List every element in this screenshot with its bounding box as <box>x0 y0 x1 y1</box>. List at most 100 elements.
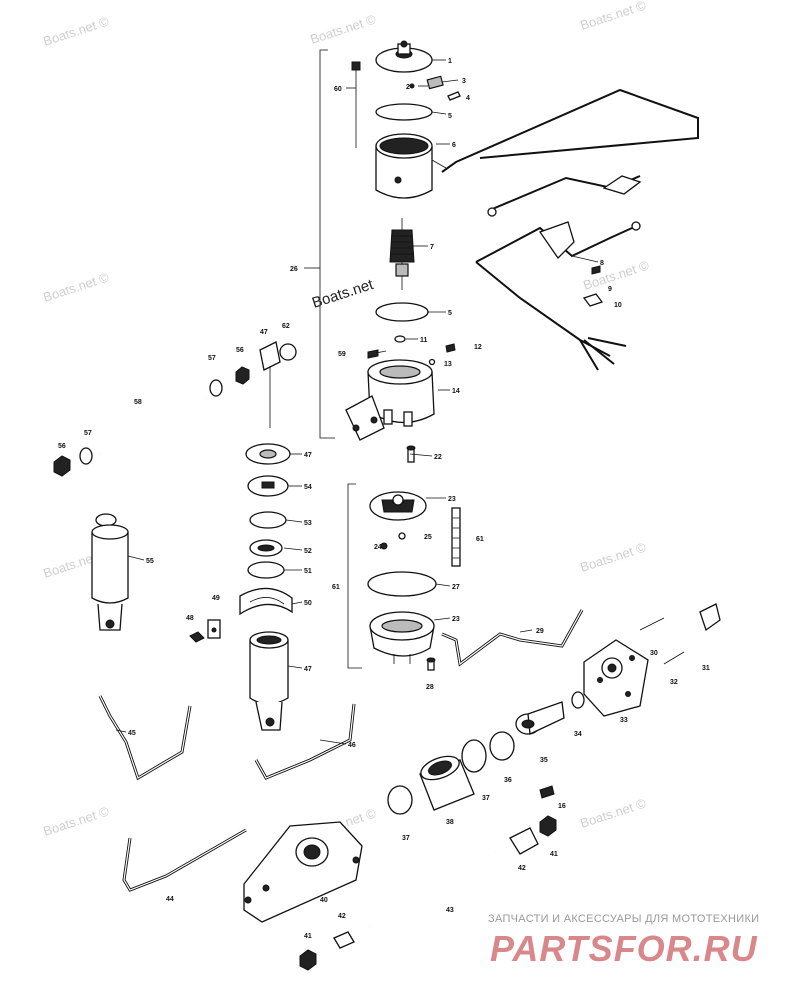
callout-number: 60 <box>334 86 342 93</box>
callout-number: 41 <box>304 933 312 940</box>
cylinder-clamp <box>239 587 293 616</box>
callout-number: 3 <box>462 78 466 85</box>
watermark: Boats.net © <box>41 13 111 48</box>
callout-number: 28 <box>426 684 434 691</box>
o-ring <box>375 103 433 121</box>
callout-number: 2 <box>406 84 410 91</box>
valve-bolts <box>639 603 721 665</box>
pin-hardware <box>299 931 355 971</box>
callout-number: 61 <box>332 584 340 591</box>
callout-number: 13 <box>444 361 452 368</box>
callout-number: 12 <box>474 344 482 351</box>
pivot-pin <box>369 827 539 927</box>
callout-number: 37 <box>482 795 490 802</box>
callout-number: 8 <box>600 260 604 267</box>
callout-number: 35 <box>540 757 548 764</box>
callout-number: 61 <box>476 536 484 543</box>
shock-absorber <box>91 513 129 631</box>
watermark: Boats.net © <box>308 11 378 46</box>
filter-screen <box>451 507 461 567</box>
callout-number: 22 <box>434 454 442 461</box>
check-valve <box>539 785 557 837</box>
callout-number: 45 <box>128 730 136 737</box>
watermark: Boats.net © <box>581 257 651 292</box>
callout-number: 41 <box>550 851 558 858</box>
callout-number: 43 <box>446 907 454 914</box>
callout-number: 56 <box>58 443 66 450</box>
screw <box>406 445 416 463</box>
callout-number: 7 <box>430 244 434 251</box>
hydraulic-line <box>98 695 356 892</box>
o-ring <box>571 691 585 709</box>
callout-number: 5 <box>448 113 452 120</box>
callout-number: 54 <box>304 484 312 491</box>
fitting-parts <box>189 619 221 643</box>
reservoir-body <box>369 611 435 664</box>
callout-number: 34 <box>574 731 582 738</box>
callout-number: 10 <box>614 302 622 309</box>
brand-logo: PARTSFOR.RU <box>490 928 758 969</box>
callout-number: 42 <box>518 865 526 872</box>
callout-number: 53 <box>304 520 312 527</box>
main-cylinder <box>419 755 475 811</box>
callout-number: 32 <box>670 679 678 686</box>
reservoir-cover <box>369 491 427 521</box>
screw <box>426 657 436 671</box>
callout-number: 25 <box>424 534 432 541</box>
callout-number: 47 <box>260 329 268 336</box>
callout-number: 11 <box>420 337 428 344</box>
callout-number: 59 <box>338 351 346 358</box>
callout-number: 50 <box>304 600 312 607</box>
callout-number: 56 <box>236 347 244 354</box>
callout-number: 51 <box>304 568 312 575</box>
watermark: Boats.net © <box>578 539 648 574</box>
callout-leaders <box>115 59 599 745</box>
callout-number: 9 <box>608 286 612 293</box>
callout-number: 23 <box>448 496 456 503</box>
callout-number: 57 <box>84 430 92 437</box>
small-balls <box>380 532 406 550</box>
callout-number: 38 <box>446 819 454 826</box>
valve-body <box>583 639 649 717</box>
seals <box>387 731 515 815</box>
callout-number: 30 <box>650 650 658 657</box>
small-o-ring <box>394 335 406 343</box>
watermark: Boats.net © <box>578 795 648 830</box>
trim-cylinder <box>249 631 289 731</box>
valve-piston <box>515 701 565 735</box>
callout-number: 37 <box>402 835 410 842</box>
callout-number: 40 <box>320 897 328 904</box>
reservoir-o-ring <box>367 571 437 597</box>
callout-number: 58 <box>134 399 142 406</box>
callout-number: 47 <box>304 452 312 459</box>
tie-rod <box>99 397 209 455</box>
motor-end-cap <box>375 40 433 73</box>
callout-number: 44 <box>166 896 174 903</box>
callout-number: 46 <box>348 742 356 749</box>
callout-number: 16 <box>558 803 566 810</box>
brush-parts <box>409 75 461 101</box>
callout-number: 24 <box>374 544 382 551</box>
callout-number: 29 <box>536 628 544 635</box>
callout-number: 1 <box>448 58 452 65</box>
callout-number: 49 <box>212 595 220 602</box>
callout-number: 33 <box>620 717 628 724</box>
ram-parts <box>245 443 291 579</box>
callout-number: 6 <box>452 142 456 149</box>
callout-number: 55 <box>146 558 154 565</box>
watermark: Boats.net © <box>41 269 111 304</box>
armature <box>389 218 415 290</box>
motor-frame <box>375 133 447 199</box>
watermark: Boats.net © <box>41 803 111 838</box>
mount-bracket <box>243 821 363 923</box>
callout-labels: 1 2 3 4 5 6 60 7 26 8 9 10 5 11 12 59 13… <box>58 58 710 940</box>
callout-number: 23 <box>452 616 460 623</box>
callout-number: 48 <box>186 615 194 622</box>
nut-washer <box>53 366 250 477</box>
o-ring <box>375 302 429 322</box>
callout-number: 57 <box>208 355 216 362</box>
ram-pivot <box>259 341 297 428</box>
callout-number: 4 <box>466 95 470 102</box>
pressure-line <box>441 609 584 667</box>
pump-body <box>345 359 435 441</box>
